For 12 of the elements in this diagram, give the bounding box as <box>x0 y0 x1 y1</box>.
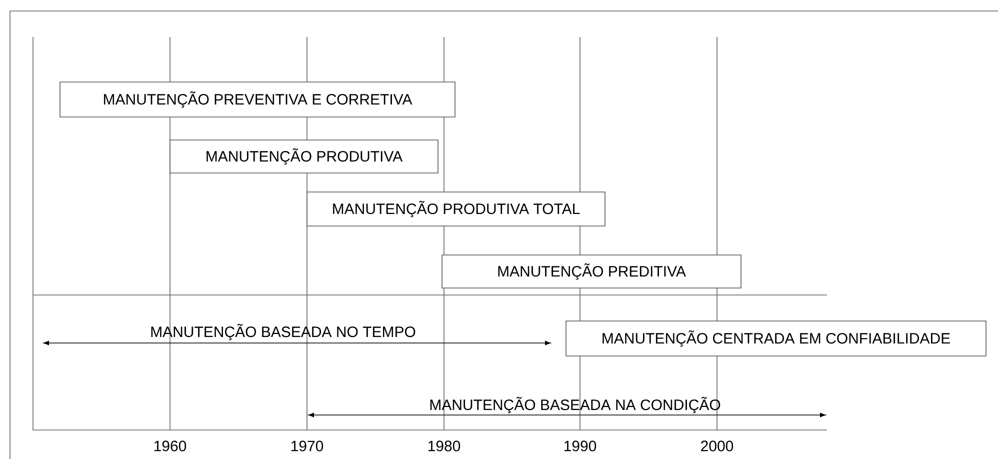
year-label: 1980 <box>428 440 460 452</box>
year-label: 1970 <box>291 440 324 452</box>
period-box: MANUTENÇÃO PRODUTIVA <box>170 140 438 174</box>
year-label: 1960 <box>154 440 186 452</box>
period-box: MANUTENÇÃO CENTRADA EM CONFIABILIDADE <box>566 320 986 356</box>
arrow-label: MANUTENÇÃO BASEADA NO TEMPO <box>151 324 416 340</box>
arrow-label: MANUTENÇÃO BASEADA NA CONDIÇÃO <box>430 396 720 414</box>
period-box: MANUTENÇÃO PREVENTIVA E CORRETIVA <box>60 82 456 118</box>
period-box: MANUTENÇÃO PREDITIVA <box>442 254 742 288</box>
year-label: 2000 <box>701 440 734 452</box>
period-box: MANUTENÇÃO PRODUTIVA TOTAL <box>306 192 606 226</box>
year-label: 1990 <box>564 440 596 452</box>
